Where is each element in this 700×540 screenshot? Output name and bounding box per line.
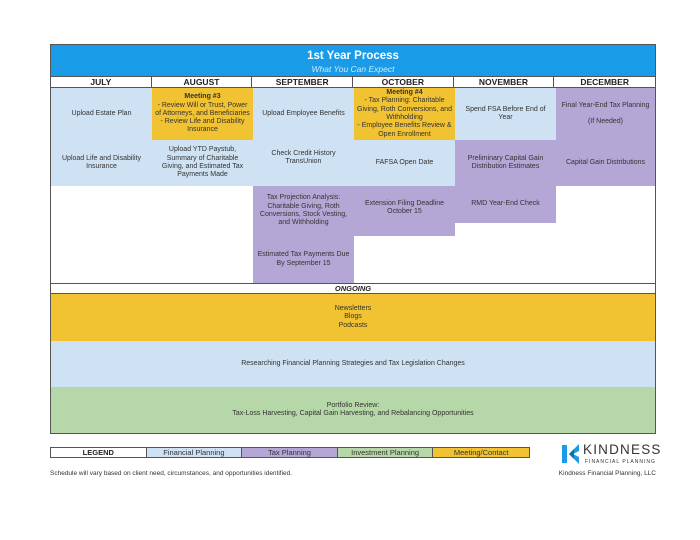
kindness-logo-icon — [562, 444, 579, 464]
company-logo: KINDNESS FINANCIAL PLANNING — [561, 440, 661, 470]
meeting-agenda: - Tax Planning: Charitable Giving, Roth … — [357, 97, 452, 138]
cell-text: Preliminary Capital Gain Distribution Es… — [467, 154, 544, 170]
legend-financial-planning: Financial Planning — [146, 448, 243, 457]
legend: LEGEND Financial Planning Tax Planning I… — [50, 447, 530, 458]
cell-text: Upload Estate Plan — [71, 109, 132, 117]
cell-text: Tax Projection Analysis: Charitable Givi… — [259, 194, 348, 227]
cell-text: FAFSA Open Date — [375, 158, 434, 166]
page-title: 1st Year Process — [307, 50, 399, 62]
cell-text: Extension Filing Deadline October 15 — [365, 200, 444, 216]
month-august: AUGUST — [151, 77, 253, 88]
meeting-heading: Meeting #3 — [184, 93, 221, 101]
title-bar: 1st Year Process What You Can Expect — [50, 44, 656, 77]
month-header-row: JULY AUGUST SEPTEMBER OCTOBER NOVEMBER D… — [50, 77, 656, 88]
cell-text: Estimated Tax Payments Due By September … — [257, 251, 350, 267]
month-september: SEPTEMBER — [252, 77, 353, 88]
cell-october-meeting-4: Meeting #4 - Tax Planning: Charitable Gi… — [354, 88, 455, 140]
legend-tax-planning: Tax Planning — [242, 448, 338, 457]
cell-october-fafsa: FAFSA Open Date — [354, 140, 455, 186]
cell-text: Check Credit History TransUnion — [271, 150, 336, 166]
cell-october-extension-deadline: Extension Filing Deadline October 15 — [354, 186, 455, 236]
cell-september-estimated-tax: Estimated Tax Payments Due By September … — [253, 236, 354, 283]
meeting-heading: Meeting #4 — [386, 89, 423, 97]
ongoing-heading: ONGOING — [50, 283, 656, 294]
page-subtitle: What You Can Expect — [311, 64, 395, 74]
cell-text: Upload Life and Disability Insurance — [62, 154, 141, 170]
legend-label: LEGEND — [51, 448, 147, 457]
legend-meeting-contact: Meeting/Contact — [433, 448, 529, 457]
month-october: OCTOBER — [352, 77, 454, 88]
logo-tagline: FINANCIAL PLANNING — [585, 459, 656, 465]
cell-text: RMD Year-End Check — [471, 200, 540, 208]
cell-july-estate-plan: Upload Estate Plan — [51, 88, 152, 140]
cell-text: Final Year-End Tax Planning (If Needed) — [561, 101, 650, 126]
cell-november-capital-gain-estimates: Preliminary Capital Gain Distribution Es… — [455, 140, 556, 186]
cell-november-fsa: Spend FSA Before End of Year — [455, 88, 556, 140]
cell-text: Capital Gain Distributions — [566, 158, 645, 166]
cell-september-tax-projection: Tax Projection Analysis: Charitable Givi… — [253, 186, 354, 236]
month-november: NOVEMBER — [453, 77, 555, 88]
ongoing-portfolio-review-band: Portfolio Review: Tax-Loss Harvesting, C… — [50, 387, 656, 434]
ongoing-research-band: Researching Financial Planning Strategie… — [50, 341, 656, 387]
footer-note: Schedule will vary based on client need,… — [50, 470, 293, 477]
cell-december-capital-gain-distributions: Capital Gain Distributions — [556, 140, 655, 186]
month-december: DECEMBER — [554, 77, 655, 88]
logo-name: KINDNESS — [583, 442, 662, 457]
month-july: JULY — [51, 77, 152, 88]
cell-text: Upload YTD Paystub, Summary of Charitabl… — [161, 146, 244, 179]
footer-company: Kindness Financial Planning, LLC — [558, 470, 656, 477]
cell-november-rmd-check: RMD Year-End Check — [455, 186, 556, 223]
cell-text: Upload Employee Benefits — [262, 109, 345, 117]
month-grid: Upload Estate Plan Upload Life and Disab… — [50, 88, 656, 283]
cell-july-insurance: Upload Life and Disability Insurance — [51, 140, 152, 186]
cell-september-employee-benefits: Upload Employee Benefits — [253, 88, 354, 140]
ongoing-communications-band: Newsletters Blogs Podcasts — [50, 294, 656, 341]
cell-september-credit-history: Check Credit History TransUnion — [253, 140, 354, 186]
legend-investment-planning: Investment Planning — [337, 448, 434, 457]
cell-august-meeting-3: Meeting #3 - Review Will or Trust, Power… — [152, 88, 253, 140]
cell-text: Spend FSA Before End of Year — [465, 105, 546, 121]
process-table: 1st Year Process What You Can Expect JUL… — [50, 44, 656, 434]
meeting-agenda: - Review Will or Trust, Power of Attorne… — [155, 101, 250, 134]
cell-december-final-tax-planning: Final Year-End Tax Planning (If Needed) — [556, 88, 655, 140]
cell-august-paystub: Upload YTD Paystub, Summary of Charitabl… — [152, 140, 253, 186]
